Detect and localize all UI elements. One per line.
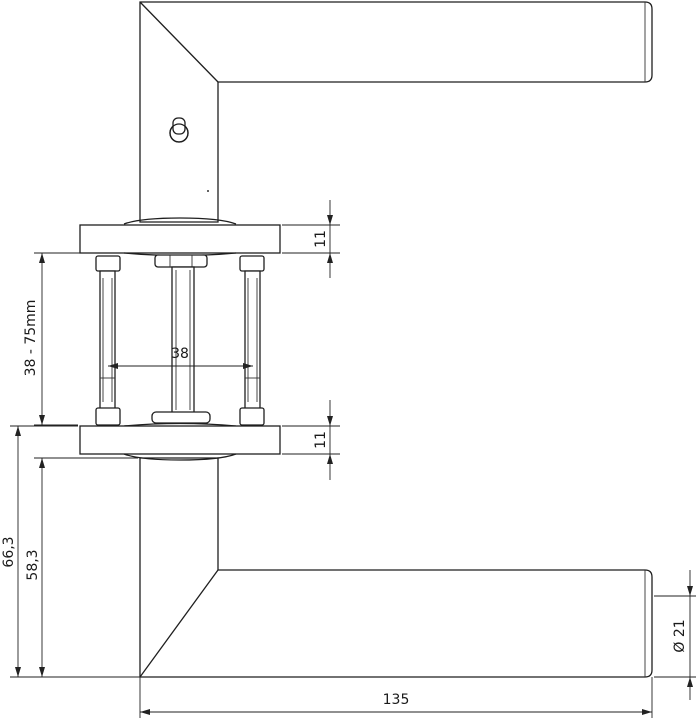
dimension-lever-diameter: Ø 21 — [654, 570, 696, 700]
lever-length-label: 135 — [383, 692, 410, 708]
bolt-spacing-label: 38 — [171, 346, 189, 362]
center-dot — [207, 190, 209, 192]
mounting-bolt-left — [95, 255, 121, 426]
door-thickness-label: 38 - 75mm — [23, 300, 39, 377]
lower-lever — [139, 457, 653, 678]
dimension-lever-height: 58,3 — [25, 457, 138, 677]
dimension-door-thickness: 38 - 75mm — [23, 252, 96, 426]
bottom-rose — [79, 422, 281, 461]
dimension-rose-bottom: 11 — [282, 400, 340, 480]
dimension-bolt-spacing: 38 — [108, 346, 253, 369]
rose-top-thickness-label: 11 — [313, 230, 329, 248]
rose-center-height-label: 66,3 — [1, 536, 17, 567]
top-rose — [79, 217, 281, 257]
spindle — [151, 254, 211, 424]
dimension-lever-length: 135 — [139, 677, 653, 718]
keyhole-icon — [169, 117, 189, 143]
dimension-rose-top: 11 — [282, 200, 340, 278]
rose-bottom-thickness-label: 11 — [313, 431, 329, 449]
lever-diameter-label: Ø 21 — [672, 619, 688, 652]
dimension-rose-center-height: 66,3 — [1, 425, 78, 677]
lever-height-label: 58,3 — [25, 549, 41, 580]
mounting-bolt-right — [239, 255, 265, 426]
upper-lever — [139, 1, 653, 223]
